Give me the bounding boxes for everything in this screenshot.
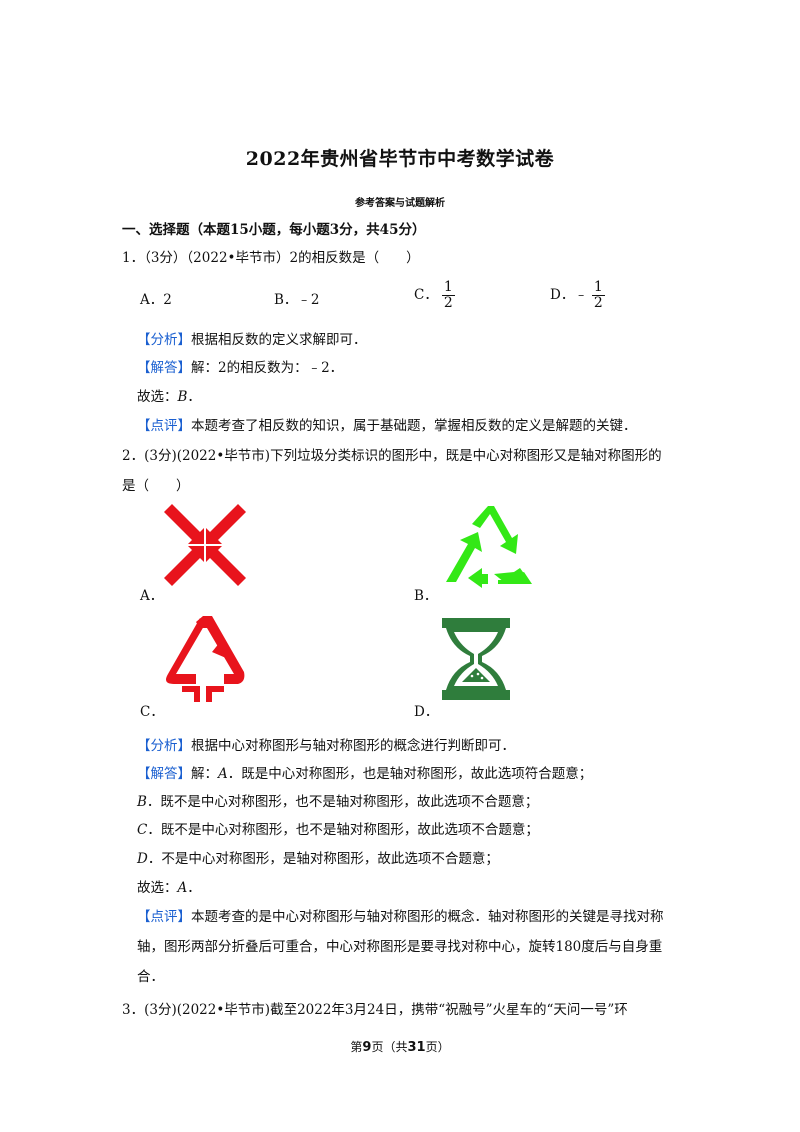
comment-tag: 【点评】	[137, 909, 191, 925]
fraction-denominator: 2	[443, 295, 453, 311]
figure-b-recycle-icon	[446, 506, 532, 588]
footer-post: 页）	[425, 1040, 450, 1054]
answer-text: ．既是中心对称图形，也是轴对称图形，故此选项符合题意；	[227, 766, 593, 782]
page-footer: 第9页（共31页）	[0, 1038, 800, 1055]
q1-option-c-label: C．	[414, 287, 438, 303]
q1-answer: 【解答】解：2的相反数为：﹣2．	[137, 356, 343, 376]
q2-answer-c: C．既不是中心对称图形，也不是轴对称图形，故此选项不合题意；	[137, 818, 539, 838]
q2-comment-line-2: 轴，图形两部分折叠后可重合，中心对称图形是要寻找对称中心，旋转180度后与自身重	[137, 939, 663, 955]
q2-choice: 故选：A．	[137, 876, 201, 896]
answer-tag: 【解答】	[137, 766, 191, 782]
analysis-text: 根据中心对称图形与轴对称图形的概念进行判断即可．	[191, 738, 515, 754]
q2-label-c: C．	[140, 704, 164, 720]
choice-letter: B	[177, 389, 188, 405]
answer-letter: B	[137, 794, 147, 810]
answer-text: ．既不是中心对称图形，也不是轴对称图形，故此选项不合题意；	[146, 794, 539, 810]
q2-analysis: 【分析】根据中心对称图形与轴对称图形的概念进行判断即可．	[137, 734, 515, 754]
comment-tag: 【点评】	[137, 418, 191, 434]
q2-label-d: D．	[414, 704, 439, 720]
analysis-tag: 【分析】	[137, 738, 191, 754]
choice-label: 故选：	[137, 880, 178, 896]
fraction-numerator: 1	[591, 279, 605, 296]
page-title: 2022年贵州省毕节市中考数学试卷	[245, 148, 555, 170]
comment-text: 本题考查了相反数的知识，属于基础题，掌握相反数的定义是解题的关键．	[191, 418, 637, 434]
analysis-tag: 【分析】	[137, 332, 191, 348]
q1-option-b: B．﹣2	[274, 292, 320, 308]
answer-prefix: 解：	[191, 766, 218, 782]
footer-pre: 第	[350, 1040, 363, 1054]
answer-tag: 【解答】	[137, 360, 191, 376]
q1-option-a: A．2	[140, 292, 172, 308]
fraction-numerator: 1	[441, 279, 455, 296]
q1-choice: 故选：B．	[137, 385, 201, 405]
footer-page-number: 9	[362, 1040, 372, 1055]
q2-answer-d: D．不是中心对称图形，是轴对称图形，故此选项不合题意；	[137, 847, 499, 867]
q2-answer-a: 【解答】解：A．既是中心对称图形，也是轴对称图形，故此选项符合题意；	[137, 762, 592, 782]
q3-stem: 3．(3分)(2022•毕节市)截至2022年3月24日，携带“祝融号”火星车的…	[122, 1002, 628, 1018]
comment-text: 本题考查的是中心对称图形与轴对称图形的概念．轴对称图形的关键是寻找对称	[191, 909, 664, 925]
q2-answer-b: B．既不是中心对称图形，也不是轴对称图形，故此选项不合题意；	[137, 790, 538, 810]
q2-stem-line-1: 2．(3分)(2022•毕节市)下列垃圾分类标识的图形中，既是中心对称图形又是轴…	[122, 448, 662, 464]
q2-comment-line-3: 合．	[137, 969, 164, 985]
figure-d-hourglass-icon	[442, 618, 510, 700]
figure-a-red-arrows-icon	[164, 504, 246, 586]
q1-option-d-label: D．﹣	[550, 287, 588, 303]
section-heading: 一、选择题（本题15小题，每小题3分，共45分）	[122, 222, 426, 238]
footer-total-pages: 31	[407, 1040, 426, 1055]
answer-text: ．不是中心对称图形，是轴对称图形，故此选项不合题意；	[147, 851, 499, 867]
page-subtitle: 参考答案与试题解析	[355, 198, 445, 209]
choice-label: 故选：	[137, 389, 178, 405]
q2-label-b: B．	[414, 588, 438, 604]
q1-analysis: 【分析】根据相反数的定义求解即可．	[137, 328, 367, 348]
q1-stem: 1．（3分）（2022•毕节市）2的相反数是（ ）	[122, 250, 420, 266]
choice-end: ．	[187, 880, 201, 896]
fraction-denominator: 2	[593, 295, 603, 311]
q2-stem-line-2: 是（ ）	[122, 478, 190, 494]
answer-letter: A	[218, 766, 228, 782]
answer-text: 解：2的相反数为：﹣2．	[191, 360, 344, 376]
q1-comment: 【点评】本题考查了相反数的知识，属于基础题，掌握相反数的定义是解题的关键．	[137, 414, 637, 434]
q2-comment-line-1: 【点评】本题考查的是中心对称图形与轴对称图形的概念．轴对称图形的关键是寻找对称	[137, 905, 664, 925]
figure-c-red-triangle-icon	[166, 616, 245, 702]
q2-label-a: A．	[140, 588, 164, 604]
answer-letter: D	[137, 851, 148, 867]
footer-mid: 页（共	[371, 1040, 408, 1054]
answer-text: ．既不是中心对称图形，也不是轴对称图形，故此选项不合题意；	[147, 822, 539, 838]
analysis-text: 根据相反数的定义求解即可．	[191, 332, 367, 348]
answer-letter: C	[137, 822, 148, 838]
choice-letter: A	[177, 880, 188, 896]
choice-end: ．	[187, 389, 201, 405]
